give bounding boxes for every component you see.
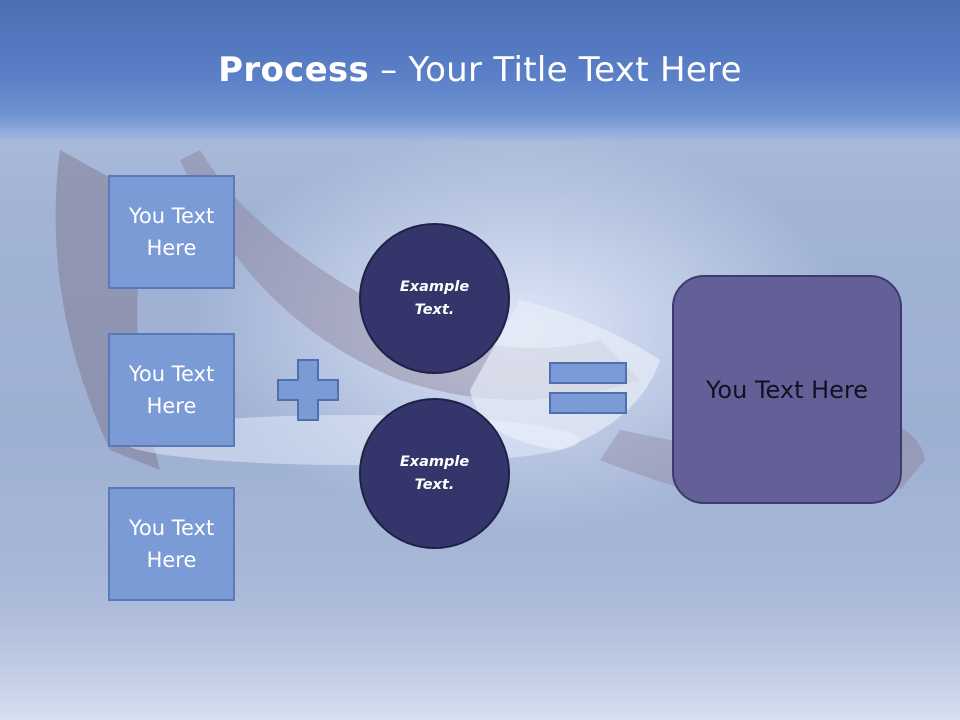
title-band	[0, 0, 960, 140]
equals-icon	[549, 362, 627, 414]
input-box-2[interactable]: You Text Here	[108, 333, 235, 447]
input-box-label: You Text Here	[128, 516, 215, 572]
input-box-1[interactable]: You Text Here	[108, 175, 235, 289]
result-box[interactable]: You Text Here	[672, 275, 902, 504]
title-bold: Process	[218, 50, 370, 90]
plus-icon	[277, 359, 339, 421]
input-box-label: You Text Here	[128, 204, 215, 260]
title-rest: – Your Title Text Here	[369, 50, 742, 90]
result-label: You Text Here	[705, 375, 869, 404]
circle-label: Example Text.	[399, 278, 470, 318]
circle-label: Example Text.	[399, 453, 470, 493]
input-box-3[interactable]: You Text Here	[108, 487, 235, 601]
input-box-label: You Text Here	[128, 362, 215, 418]
example-circle-2[interactable]: Example Text.	[359, 398, 510, 549]
slide-title: Process – Your Title Text Here	[0, 50, 960, 90]
example-circle-1[interactable]: Example Text.	[359, 223, 510, 374]
